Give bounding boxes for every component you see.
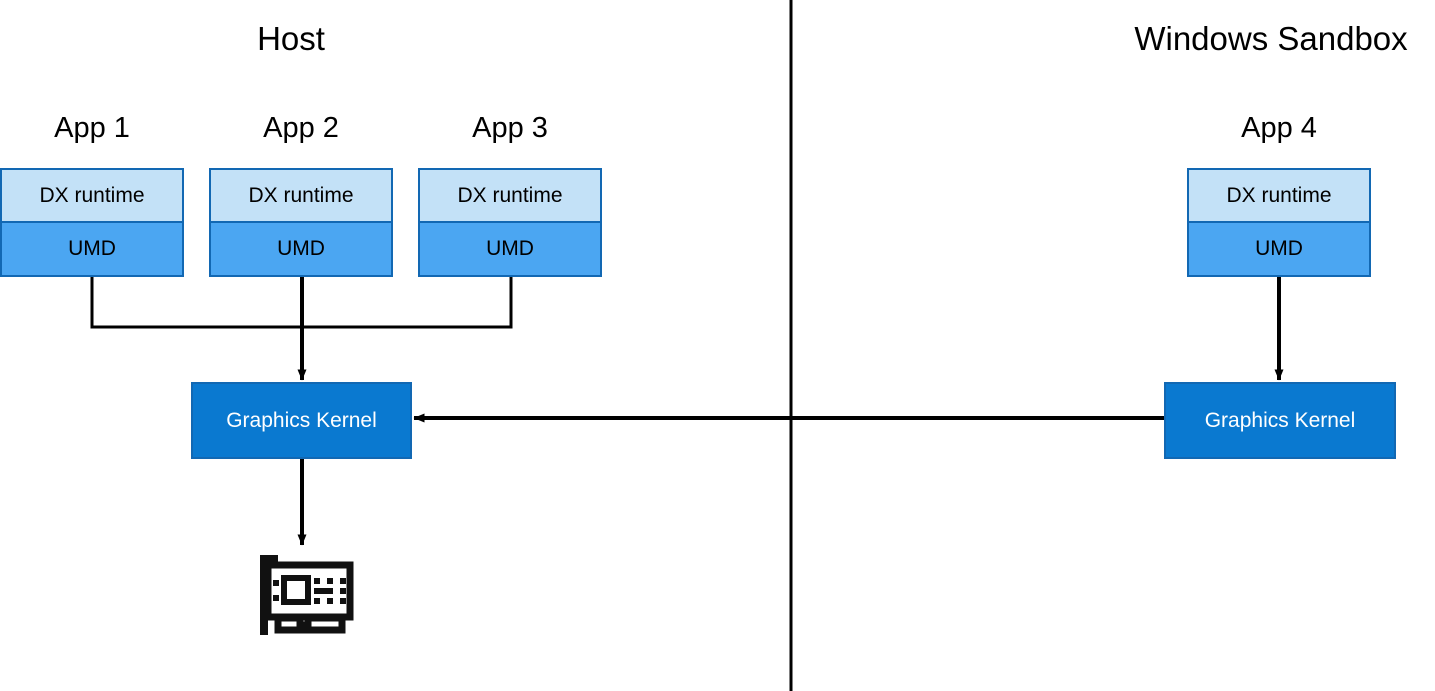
graphics-kernel-sandbox: Graphics Kernel: [1164, 382, 1396, 459]
graphics-kernel-host: Graphics Kernel: [191, 382, 412, 459]
layer-umd-app-4: UMD: [1189, 223, 1369, 275]
section-title-windows-sandbox: Windows Sandbox: [1134, 20, 1408, 57]
layer-dx-runtime-app-4: DX runtime: [1189, 170, 1369, 224]
wire-app3-to-bus: [302, 277, 513, 329]
layer-dx-runtime-app-2: DX runtime: [211, 170, 391, 224]
app-stack-app-3: DX runtime UMD: [418, 168, 602, 277]
app-title-app-3: App 3: [472, 112, 548, 144]
wire-app1-to-bus: [90, 277, 302, 329]
app-stack-app-1: DX runtime UMD: [0, 168, 184, 277]
app-stack-app-4: DX runtime UMD: [1187, 168, 1371, 277]
layer-umd-app-3: UMD: [420, 223, 600, 275]
app-title-app-4: App 4: [1241, 112, 1317, 144]
layer-umd-app-2: UMD: [211, 223, 391, 275]
layer-dx-runtime-app-1: DX runtime: [2, 170, 182, 224]
layer-umd-app-1: UMD: [2, 223, 182, 275]
graphics-card-icon: [260, 555, 354, 635]
app-stack-app-2: DX runtime UMD: [209, 168, 393, 277]
section-title-host: Host: [257, 20, 325, 57]
layer-dx-runtime-app-3: DX runtime: [420, 170, 600, 224]
app-title-app-1: App 1: [54, 112, 130, 144]
app-title-app-2: App 2: [263, 112, 339, 144]
